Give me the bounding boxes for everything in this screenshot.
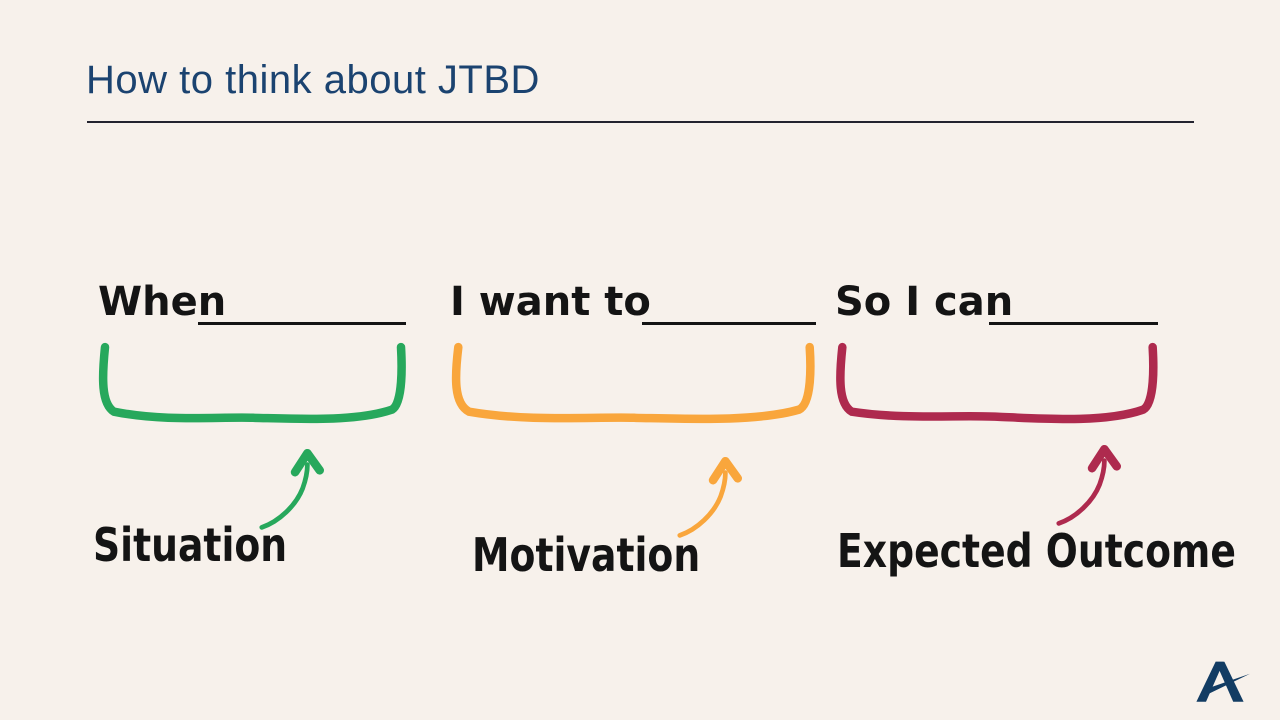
phrase-when: When xyxy=(98,278,408,328)
phrase-when-blank xyxy=(198,322,406,325)
expected-outcome-bracket xyxy=(835,342,1160,426)
phrase-i-want-to: I want to xyxy=(450,278,818,328)
phrase-so-i-can-blank xyxy=(989,322,1158,325)
phrase-i-want-to-blank xyxy=(642,322,816,325)
motivation-bracket xyxy=(450,342,818,426)
expected-outcome-arrow-icon xyxy=(1056,444,1122,526)
motivation-arrow-icon xyxy=(677,456,743,538)
jtbd-column-situation: When Situation xyxy=(93,278,408,598)
phrase-when-text: When xyxy=(98,279,227,325)
phrase-i-want-to-text: I want to xyxy=(450,279,651,325)
jtbd-column-motivation: I want to Motivation xyxy=(450,278,818,598)
situation-bracket xyxy=(98,342,408,426)
situation-arrow-icon xyxy=(259,448,325,530)
title-underline xyxy=(87,121,1194,123)
phrase-so-i-can: So I can xyxy=(835,278,1160,328)
brand-a-logo-icon xyxy=(1196,661,1250,702)
jtbd-column-expected-outcome: So I can Expected Outcome xyxy=(835,278,1236,598)
phrase-so-i-can-text: So I can xyxy=(835,279,1014,325)
situation-label: Situation xyxy=(93,518,288,572)
expected-outcome-label: Expected Outcome xyxy=(837,524,1236,578)
motivation-label: Motivation xyxy=(472,528,701,582)
page-title: How to think about JTBD xyxy=(86,58,540,102)
